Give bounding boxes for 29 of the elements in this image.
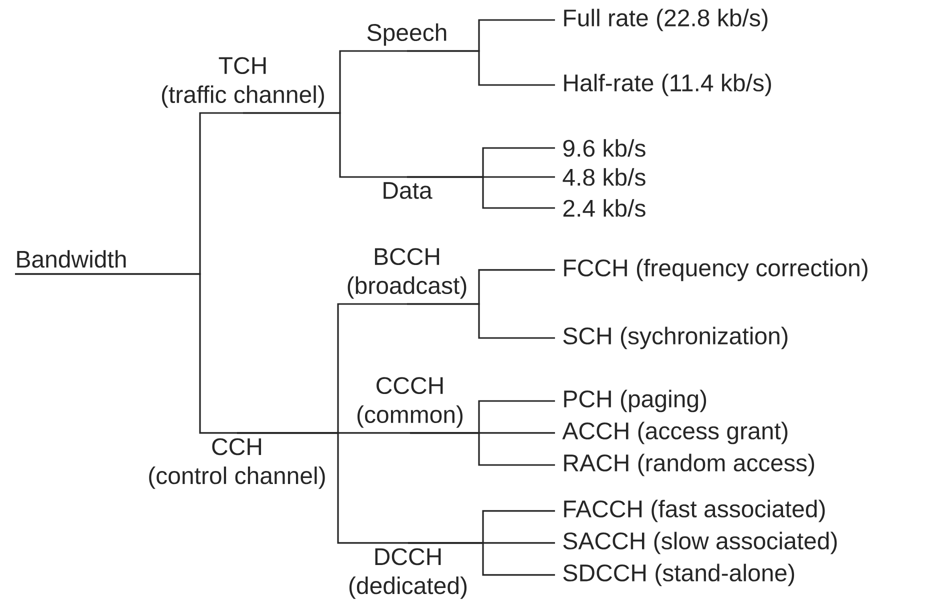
leaf-label: Full rate (22.8 kb/s) [564,8,768,32]
leaf-label: SCH (sychronization) [563,326,788,350]
tree-connector [407,50,555,86]
tree-connector [237,432,408,544]
leaf-label: 2.4 kb/s [563,199,646,217]
branch-label: Speech [367,23,446,46]
leaf-label: 4.8 kb/s [562,168,646,186]
leaf-label: RACH (random access) [564,454,814,476]
branch-label: DCCH (dedicated) [349,548,467,599]
tree-connector [15,273,237,434]
tree-connector [410,432,555,466]
leaf-label: FACCH (fast associated) [564,500,825,522]
leaf-label: Half-rate (11.4 kb/s) [564,74,771,96]
tree-connector [407,176,555,209]
root-label: Bandwidth [17,250,126,268]
leaf-label: ACCH (access grant) [562,422,788,444]
branch-label: TCH (traffic channel) [162,57,324,108]
leaf-label: SDCCH (stand-alone) [563,564,794,586]
branch-label: BCCH (broadcast) [348,248,466,299]
branch-label: CCCH (common) [358,377,463,428]
branch-label: Data [384,182,432,199]
tree-connector [243,112,407,178]
leaf-label: 9.6 kb/s [563,139,646,157]
leaf-label: SACCH (slow associated) [563,532,837,554]
leaf-label: FCCH (frequency correction) [564,258,868,282]
tree-connector [407,303,555,339]
leaf-label: PCH (paging) [564,390,706,412]
tree-connector [408,542,555,576]
branch-label: CCH (control channel) [149,438,325,489]
